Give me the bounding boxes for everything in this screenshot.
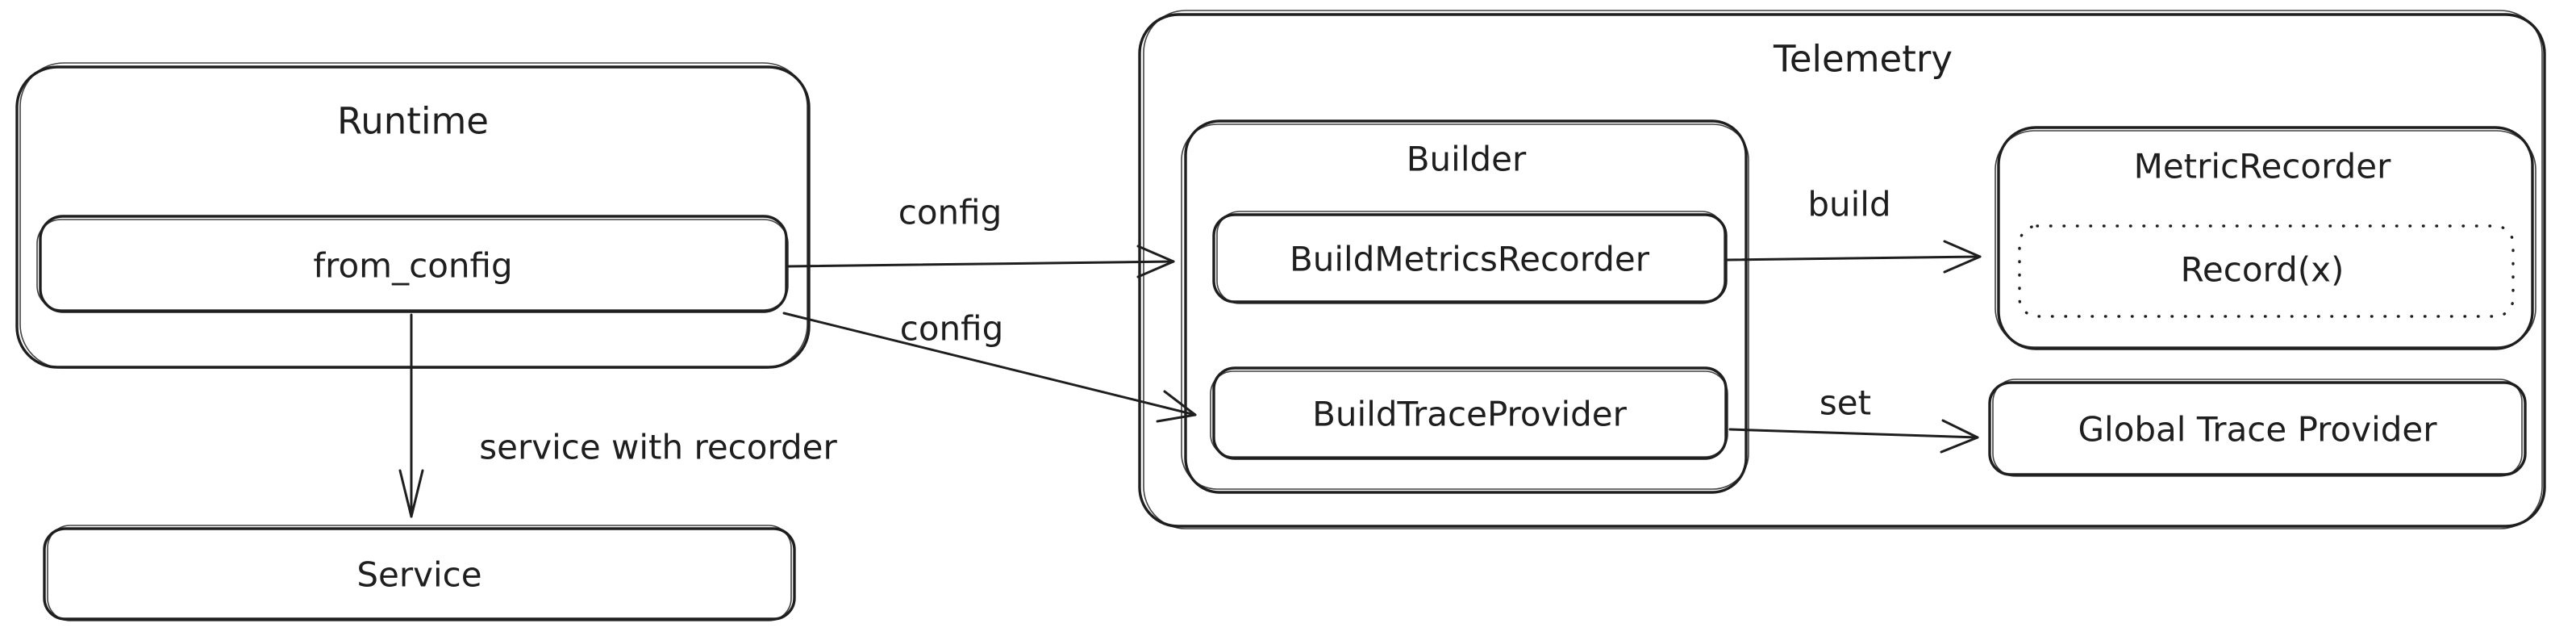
edge-config-to-build-metrics-arrowhead-icon	[1136, 245, 1175, 278]
runtime-box	[15, 65, 811, 369]
from-config-box	[39, 215, 788, 313]
global-trace-provider-box-sketch-echo	[1992, 379, 2523, 477]
service-box	[43, 527, 796, 621]
edge-config-to-build-trace-label: config	[900, 309, 1004, 349]
edge-service-with-recorder-arrowhead-icon	[398, 469, 424, 518]
edge-build: build	[1726, 185, 1982, 274]
build-metrics-recorder-box	[1212, 213, 1728, 303]
edge-build-line	[1726, 255, 1982, 262]
edge-set-arrowhead-icon	[1940, 419, 1979, 454]
builder-box-sketch-echo	[1181, 123, 1749, 490]
node-metric-recorder: MetricRecorder	[1995, 126, 2536, 350]
edge-set-line	[1728, 428, 1979, 439]
build-metrics-recorder-box-sketch-echo	[1216, 211, 1725, 304]
edge-config-to-build-trace-line	[782, 312, 1197, 416]
telemetry-box-sketch-echo	[1143, 10, 2543, 529]
from-config-box-sketch-echo	[36, 219, 789, 311]
edge-config-to-build-trace-arrowhead-icon	[1156, 390, 1197, 423]
record-x-box	[2018, 224, 2515, 318]
metric-recorder-label: MetricRecorder	[2134, 147, 2392, 186]
metric-recorder-box-sketch-echo	[1995, 130, 2536, 348]
edge-config-to-build-metrics: config	[787, 193, 1175, 278]
edge-config-to-build-metrics-line	[787, 260, 1175, 268]
node-build-trace-provider: BuildTraceProvider	[1210, 366, 1728, 460]
node-telemetry: Telemetry	[1138, 10, 2546, 529]
edge-config-to-build-trace: config	[782, 309, 1197, 423]
telemetry-label: Telemetry	[1773, 38, 1953, 81]
builder-box	[1184, 119, 1748, 494]
node-build-metrics-recorder: BuildMetricsRecorder	[1212, 211, 1728, 304]
edge-service-with-recorder-label: service with recorder	[479, 428, 837, 467]
metric-recorder-box	[1997, 126, 2534, 350]
node-record-x: Record(x)	[2018, 224, 2515, 318]
edge-build-arrowhead-icon	[1943, 240, 1982, 274]
builder-label: Builder	[1407, 140, 1527, 179]
node-runtime: Runtime	[15, 62, 811, 369]
service-label: Service	[356, 555, 481, 595]
build-trace-provider-label: BuildTraceProvider	[1312, 395, 1628, 434]
edge-set: set	[1728, 383, 1979, 454]
node-global-trace-provider: Global Trace Provider	[1988, 379, 2527, 477]
service-box-sketch-echo	[47, 525, 792, 621]
runtime-label: Runtime	[337, 100, 489, 143]
edge-service-with-recorder: service with recorder	[398, 313, 837, 518]
telemetry-box	[1138, 13, 2546, 528]
runtime-box-sketch-echo	[19, 62, 808, 369]
from-config-label: from_config	[313, 246, 512, 286]
edge-set-label: set	[1819, 383, 1871, 423]
global-trace-provider-box	[1988, 381, 2527, 476]
node-service: Service	[43, 525, 796, 621]
edge-build-label: build	[1807, 185, 1890, 224]
edge-config-to-build-metrics-label: config	[898, 193, 1002, 232]
global-trace-provider-label: Global Trace Provider	[2078, 410, 2437, 450]
build-trace-provider-box	[1212, 366, 1728, 460]
record-x-label: Record(x)	[2181, 250, 2345, 290]
node-from-config: from_config	[36, 215, 789, 313]
node-builder: Builder	[1181, 119, 1749, 494]
build-metrics-recorder-label: BuildMetricsRecorder	[1290, 240, 1650, 279]
build-trace-provider-box-sketch-echo	[1210, 370, 1728, 458]
